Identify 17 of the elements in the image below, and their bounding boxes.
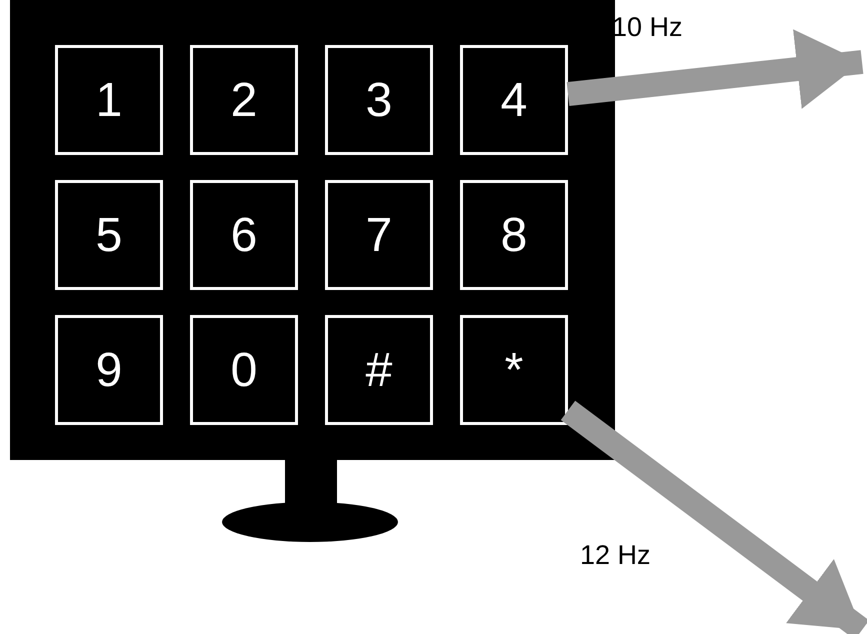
edge-label: 10 Hz bbox=[612, 12, 683, 43]
keypad-key: 2 bbox=[190, 45, 298, 155]
keypad-key: 7 bbox=[325, 180, 433, 290]
keypad-key: 8 bbox=[460, 180, 568, 290]
keypad-key: 5 bbox=[55, 180, 163, 290]
keypad-key: * bbox=[460, 315, 568, 425]
keypad-key: 0 bbox=[190, 315, 298, 425]
edge-label: 12 Hz bbox=[580, 540, 651, 571]
keypad-key: 3 bbox=[325, 45, 433, 155]
monitor-screen bbox=[10, 0, 615, 460]
keypad-key: 6 bbox=[190, 180, 298, 290]
arrow bbox=[566, 29, 864, 109]
keypad-key: # bbox=[325, 315, 433, 425]
keypad-key: 9 bbox=[55, 315, 163, 425]
arrow bbox=[560, 400, 867, 634]
keypad-key: 1 bbox=[55, 45, 163, 155]
keypad-key: 4 bbox=[460, 45, 568, 155]
